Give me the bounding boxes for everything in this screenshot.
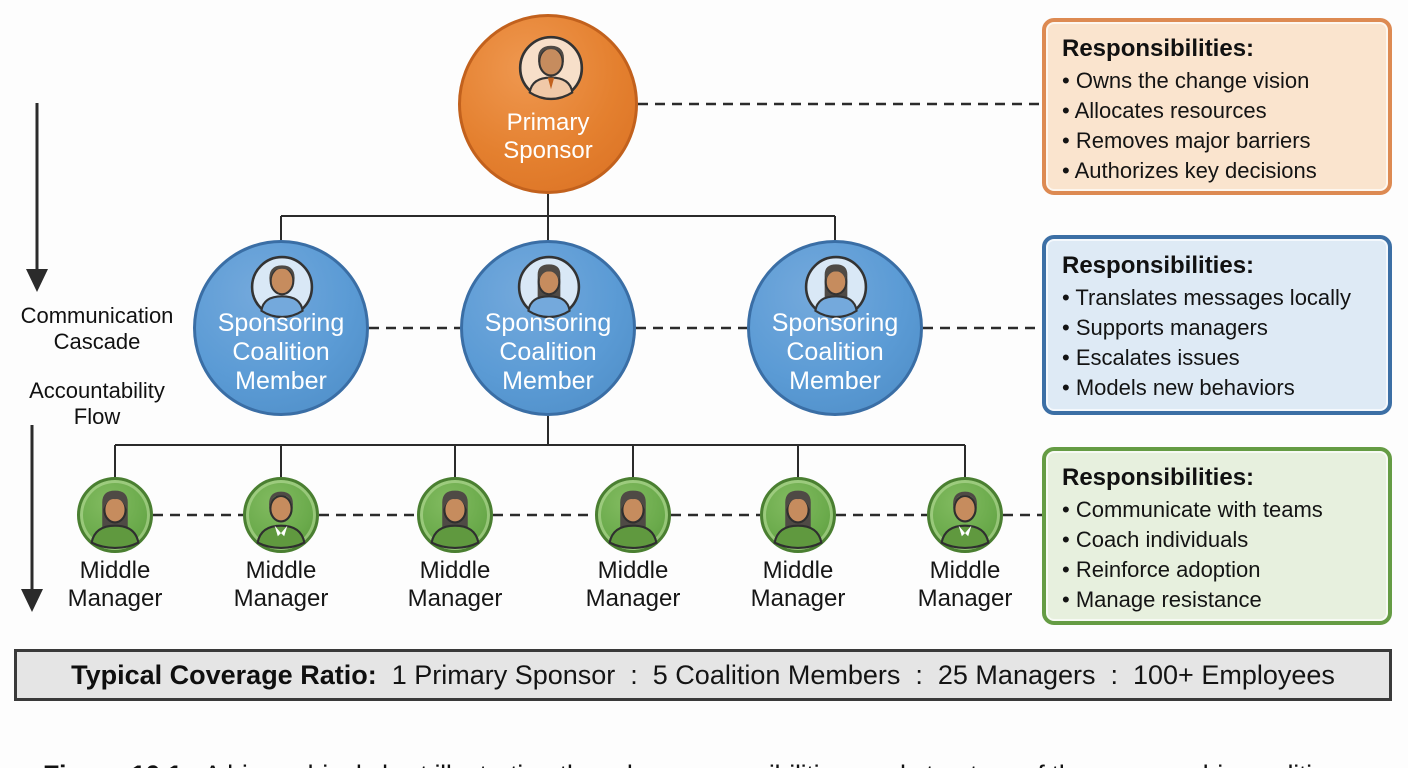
responsibility-item: Communicate with teams [1062,495,1372,525]
responsibilities-box-sponsor: Responsibilities: Owns the change vision… [1042,18,1392,195]
node-middle-manager [760,477,836,553]
female-avatar-icon [773,490,823,549]
responsibilities-heading: Responsibilities: [1062,35,1255,62]
male-avatar-icon [518,35,584,101]
female-avatar-icon [90,490,140,549]
coverage-ratio-value: 1 Primary Sponsor : 5 Coalition Members … [376,659,1335,690]
node-label: Primary Sponsor [503,109,593,165]
node-label: Middle Manager [67,557,163,613]
responsibilities-box-manager: Responsibilities: Communicate with teams… [1042,447,1392,625]
communication-cascade-label: Communication Cascade [20,303,174,354]
node-label: Middle Manager [917,557,1013,613]
responsibilities-heading: Responsibilities: [1062,252,1255,279]
responsibility-item: Allocates resources [1062,96,1372,126]
node-label: Middle Manager [407,557,503,613]
responsibilities-list: Owns the change vision Allocates resourc… [1062,66,1372,186]
coverage-ratio-bar: Typical Coverage Ratio: 1 Primary Sponso… [14,649,1392,701]
female-avatar-icon [517,255,581,319]
node-label: Middle Manager [585,557,681,613]
node-middle-manager [77,477,153,553]
responsibility-item: Translates messages locally [1062,283,1372,313]
responsibility-item: Models new behaviors [1062,373,1372,403]
responsibility-item: Escalates issues [1062,343,1372,373]
responsibilities-heading: Responsibilities: [1062,464,1255,491]
node-label: Sponsoring Coalition Member [771,309,899,395]
node-label: Sponsoring Coalition Member [484,309,612,395]
responsibilities-box-member: Responsibilities: Translates messages lo… [1042,235,1392,415]
responsibilities-list: Translates messages locally Supports man… [1062,283,1372,403]
responsibility-item: Reinforce adoption [1062,555,1372,585]
node-coalition-member: Sponsoring Coalition Member [747,240,923,416]
male-avatar-icon [256,491,306,549]
responsibility-item: Manage resistance [1062,585,1372,615]
node-coalition-member: Sponsoring Coalition Member [193,240,369,416]
node-middle-manager [243,477,319,553]
male-avatar-icon [250,255,314,319]
responsibilities-list: Communicate with teams Coach individuals… [1062,495,1372,615]
figure-caption-text: A hierarchical chart illustrating the ro… [198,760,1349,768]
node-label: Sponsoring Coalition Member [217,309,345,395]
responsibility-item: Owns the change vision [1062,66,1372,96]
node-middle-manager [927,477,1003,553]
responsibility-item: Removes major barriers [1062,126,1372,156]
node-primary-sponsor: Primary Sponsor [458,14,638,194]
female-avatar-icon [608,490,658,549]
female-avatar-icon [804,255,868,319]
responsibility-item: Supports managers [1062,313,1372,343]
down-arrow-icon [26,103,48,292]
female-avatar-icon [430,490,480,549]
coverage-ratio-label: Typical Coverage Ratio: [71,659,377,690]
responsibility-item: Coach individuals [1062,525,1372,555]
figure-caption-number: Figure 10.1 - [43,760,198,768]
accountability-flow-label: Accountability Flow [29,378,165,429]
node-label: Middle Manager [233,557,329,613]
node-coalition-member: Sponsoring Coalition Member [460,240,636,416]
node-middle-manager [595,477,671,553]
figure-caption: Figure 10.1 - A hierarchical chart illus… [14,729,1394,768]
responsibility-item: Authorizes key decisions [1062,156,1372,186]
node-label: Middle Manager [750,557,846,613]
node-middle-manager [417,477,493,553]
male-avatar-icon [940,491,990,549]
